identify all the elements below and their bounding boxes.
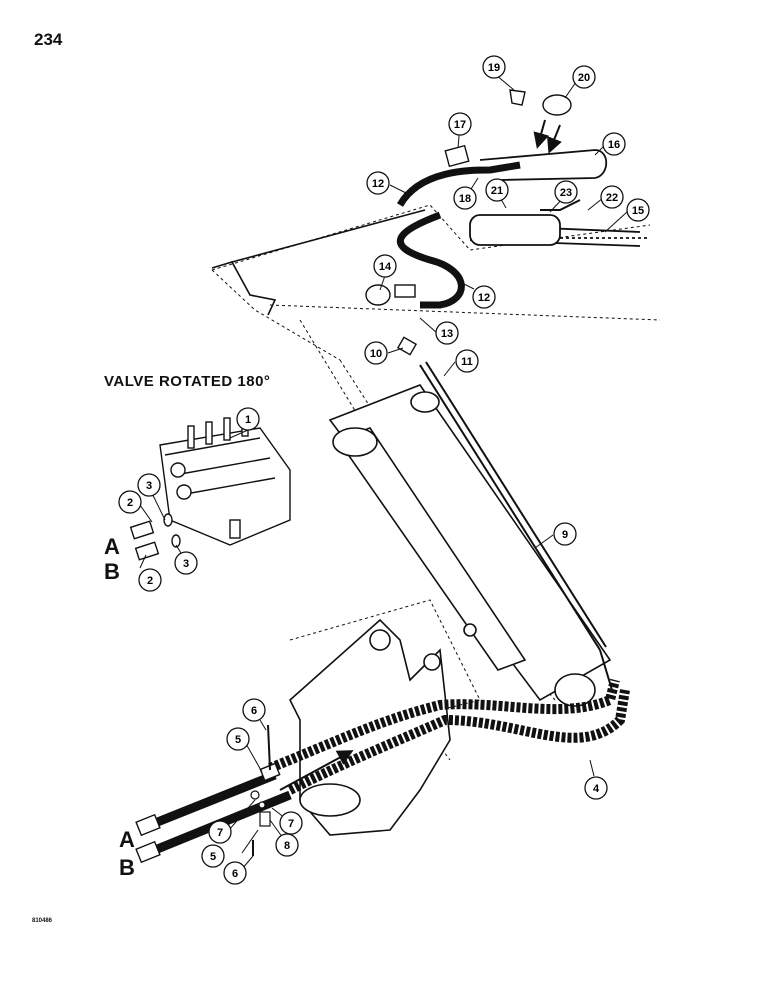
svg-text:4: 4 [593, 783, 600, 795]
page-number: 234 [34, 30, 63, 49]
upper-tube-assembly [469, 149, 650, 247]
svg-text:12: 12 [478, 292, 490, 304]
svg-text:13: 13 [441, 328, 453, 340]
boom-cylinder [328, 384, 612, 707]
clamp-arrow-2 [547, 124, 562, 154]
callout-22: 22 [600, 185, 624, 209]
svg-text:8: 8 [284, 840, 290, 852]
svg-text:21: 21 [491, 185, 503, 197]
callout-3a: 3 [137, 473, 161, 497]
callout-10: 10 [364, 341, 388, 365]
svg-text:11: 11 [461, 356, 473, 368]
callout-11: 11 [455, 349, 479, 373]
svg-text:6: 6 [251, 705, 257, 717]
svg-text:5: 5 [235, 734, 241, 746]
callout-18: 18 [453, 186, 477, 210]
callout-2b: 2 [138, 568, 162, 592]
svg-text:18: 18 [459, 193, 471, 205]
svg-text:14: 14 [379, 261, 392, 273]
callout-23: 23 [554, 180, 578, 204]
svg-text:7: 7 [288, 818, 294, 830]
callout-13: 13 [435, 321, 459, 345]
svg-text:5: 5 [210, 851, 216, 863]
mounting-bracket [289, 618, 451, 836]
callout-21: 21 [485, 178, 509, 202]
svg-text:15: 15 [632, 205, 644, 217]
callout-1: 1 [236, 407, 260, 431]
callout-2a: 2 [118, 490, 142, 514]
clamp-parts [250, 724, 271, 856]
svg-text:20: 20 [578, 72, 590, 84]
callout-14: 14 [373, 254, 397, 278]
callout-17: 17 [448, 112, 472, 136]
valve-fittings [129, 513, 181, 561]
clamp-arrow-1 [533, 119, 549, 149]
callout-7b: 7 [279, 811, 303, 835]
callout-7a: 7 [208, 820, 232, 844]
callout-4: 4 [584, 776, 608, 800]
callout-20: 20 [572, 65, 596, 89]
callout-3b: 3 [174, 551, 198, 575]
control-valve [159, 413, 291, 546]
callout-5b: 5 [201, 844, 225, 868]
callout-8: 8 [275, 833, 299, 857]
svg-text:12: 12 [372, 178, 384, 190]
callout-12b: 12 [472, 285, 496, 309]
callout-16: 16 [602, 132, 626, 156]
valve-port-a-label: A [104, 534, 120, 559]
svg-text:3: 3 [183, 558, 189, 570]
hose-port-b-label: B [119, 855, 135, 880]
callout-19: 19 [482, 55, 506, 79]
callout-6a: 6 [242, 698, 266, 722]
hose-port-a-label: A [119, 827, 135, 852]
callout-9: 9 [553, 522, 577, 546]
elbow-fittings [365, 144, 470, 356]
callout-15: 15 [626, 198, 650, 222]
svg-text:1: 1 [245, 414, 251, 426]
svg-text:3: 3 [146, 480, 152, 492]
svg-text:7: 7 [217, 827, 223, 839]
svg-text:9: 9 [562, 529, 568, 541]
hose-fittings [135, 762, 281, 864]
svg-text:16: 16 [608, 139, 620, 151]
svg-text:2: 2 [127, 497, 133, 509]
valve-port-b-label: B [104, 559, 120, 584]
svg-text:2: 2 [147, 575, 153, 587]
svg-text:19: 19 [488, 62, 500, 74]
svg-text:6: 6 [232, 868, 238, 880]
callout-5a: 5 [226, 727, 250, 751]
boom-top [211, 209, 426, 316]
callout-12a: 12 [366, 171, 390, 195]
assembly-arrow [279, 750, 354, 791]
callout-6b: 6 [223, 861, 247, 885]
svg-text:10: 10 [370, 348, 382, 360]
svg-text:22: 22 [606, 192, 618, 204]
svg-text:23: 23 [560, 187, 572, 199]
svg-text:17: 17 [454, 119, 466, 131]
clamp-19-20 [509, 89, 572, 116]
figure-code: 810486 [32, 918, 53, 924]
valve-rotated-title: VALVE ROTATED 180° [104, 373, 271, 390]
